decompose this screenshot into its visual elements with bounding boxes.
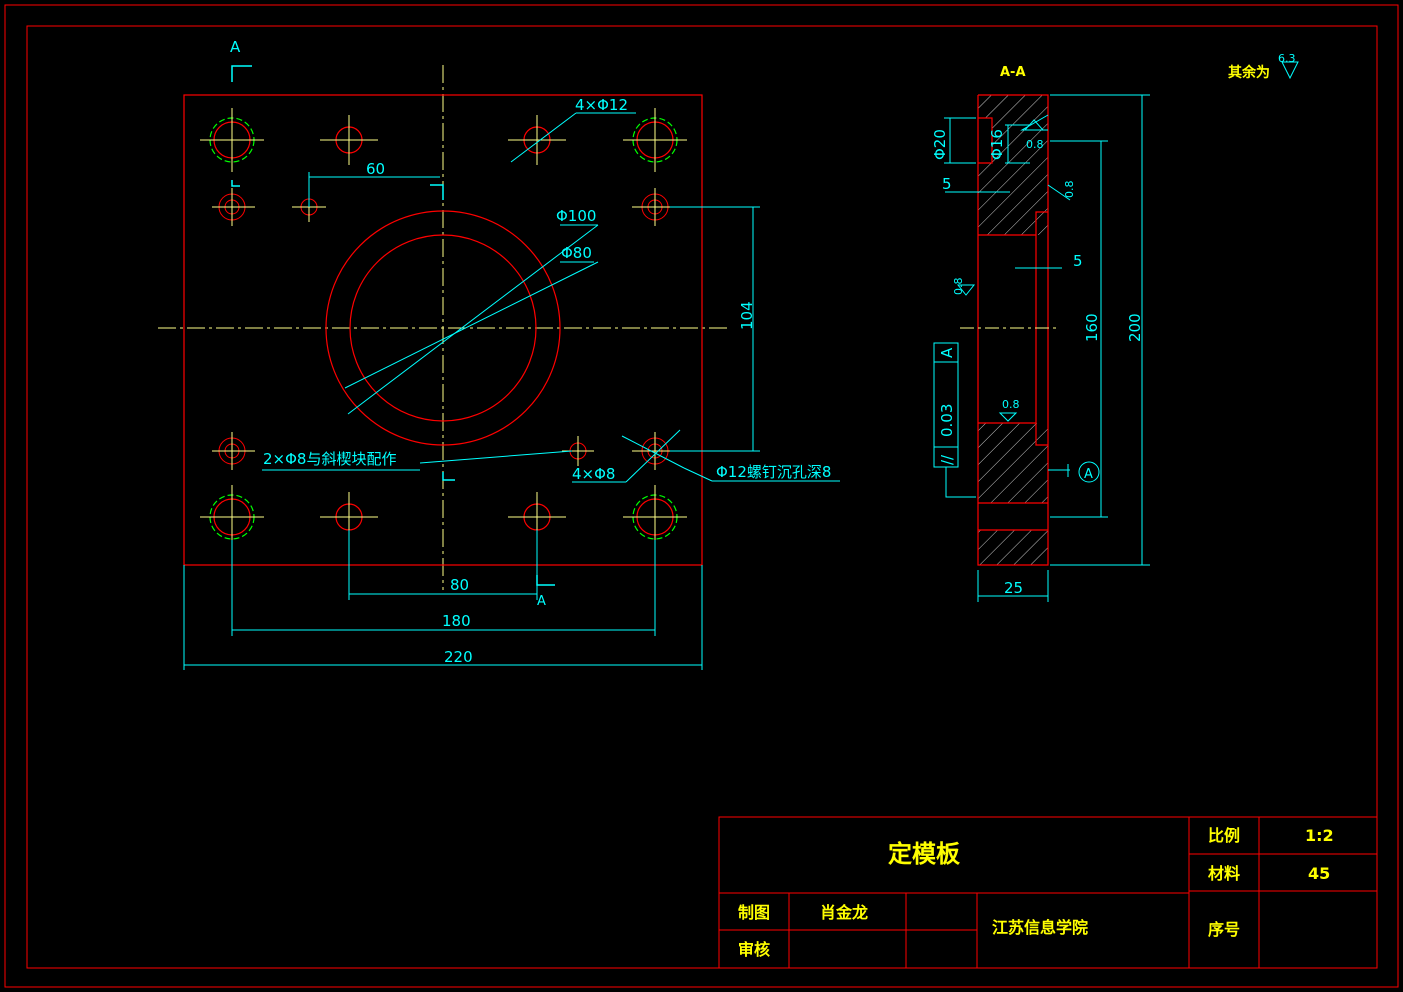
guide-hole [200, 485, 264, 549]
outer-frame [4, 4, 1399, 988]
label-dim-180: 180 [442, 612, 471, 630]
plate-outline [183, 94, 703, 566]
roughness-mark [1023, 119, 1045, 131]
section-mark-bottom: A [537, 594, 546, 609]
inner-frame [26, 25, 1378, 969]
label-dia-100: Φ100 [556, 207, 596, 225]
surface-note: 其余为 [1228, 64, 1270, 81]
surface-value: 6.3 [1278, 52, 1296, 65]
label-holes-4x12: 4×Φ12 [575, 96, 628, 114]
hatch-mid [978, 423, 1048, 503]
guide-holes [200, 108, 687, 549]
label-dim-5-left: 5 [942, 175, 952, 193]
part-name: 定模板 [888, 840, 961, 868]
section-mark-top: A [230, 38, 241, 56]
label-note-12: Φ12螺钉沉孔深8 [716, 463, 831, 481]
label-dia-20: Φ20 [931, 129, 949, 160]
bore-phi80 [349, 234, 537, 422]
material-label: 材料 [1208, 864, 1240, 883]
guide-hole [200, 108, 264, 172]
seq-label: 序号 [1208, 920, 1240, 939]
counterbore-void [978, 118, 992, 163]
counterbore-holes [212, 188, 678, 470]
guide-hole [623, 485, 687, 549]
label-note-2x8: 2×Φ8与斜楔块配作 [263, 450, 396, 468]
roughness-mark [998, 412, 1018, 422]
label-dia-16: Φ16 [988, 129, 1006, 160]
scale-value: 1:2 [1305, 826, 1334, 845]
label-rough-2: 0.8 [1063, 181, 1076, 199]
tolerance-value: 0.03 [938, 404, 956, 437]
label-dim-104: 104 [738, 301, 756, 330]
scale-label: 比例 [1208, 826, 1240, 845]
label-dim-5-right: 5 [1073, 252, 1083, 270]
section-view: A-A 其余为 6.3 Φ20 Φ16 0.8 0.8 0.8 0.8 5 5 … [931, 52, 1299, 602]
bore-phi100 [325, 210, 561, 446]
label-dim-60: 60 [366, 160, 385, 178]
front-dimensions [183, 112, 840, 670]
hatch-bottom [978, 530, 1048, 565]
section-outline [977, 94, 1049, 566]
drawn-label: 制图 [738, 903, 770, 922]
section-dimensions [933, 94, 1150, 602]
label-dim-80: 80 [450, 576, 469, 594]
label-dim-220: 220 [444, 648, 473, 666]
drawn-by: 肖金龙 [820, 903, 868, 922]
section-title: A-A [1000, 65, 1026, 80]
label-rough-1: 0.8 [1026, 138, 1044, 151]
label-dia-80: Φ80 [561, 244, 592, 262]
label-rough-4: 0.8 [1002, 398, 1020, 411]
front-view: A A 4×Φ12 60 Φ100 Φ80 104 2×Φ8与斜楔块配作 4×Φ… [158, 38, 840, 670]
datum-ref-circle [1078, 461, 1100, 483]
roughness-mark [956, 284, 976, 296]
label-dim-25: 25 [1004, 579, 1023, 597]
check-label: 审核 [738, 940, 770, 959]
school-name: 江苏信息学院 [992, 918, 1088, 937]
guide-hole [623, 108, 687, 172]
screw-holes-phi12 [320, 115, 566, 542]
datum-ref: A [1084, 467, 1093, 482]
label-rough-3: 0.8 [952, 278, 965, 296]
label-holes-4x8: 4×Φ8 [572, 465, 615, 483]
label-dim-200: 200 [1126, 313, 1144, 342]
tolerance-symbol: // [938, 454, 956, 465]
label-dim-160: 160 [1083, 313, 1101, 342]
roughness-mark [1281, 61, 1299, 80]
tolerance-datum: A [938, 347, 956, 358]
section-arrows [231, 65, 555, 586]
title-block: 定模板 比例 1:2 材料 45 制图 肖金龙 审核 江苏信息学院 序号 [718, 816, 1378, 969]
material-value: 45 [1308, 864, 1330, 883]
hatch-top [978, 95, 1048, 235]
